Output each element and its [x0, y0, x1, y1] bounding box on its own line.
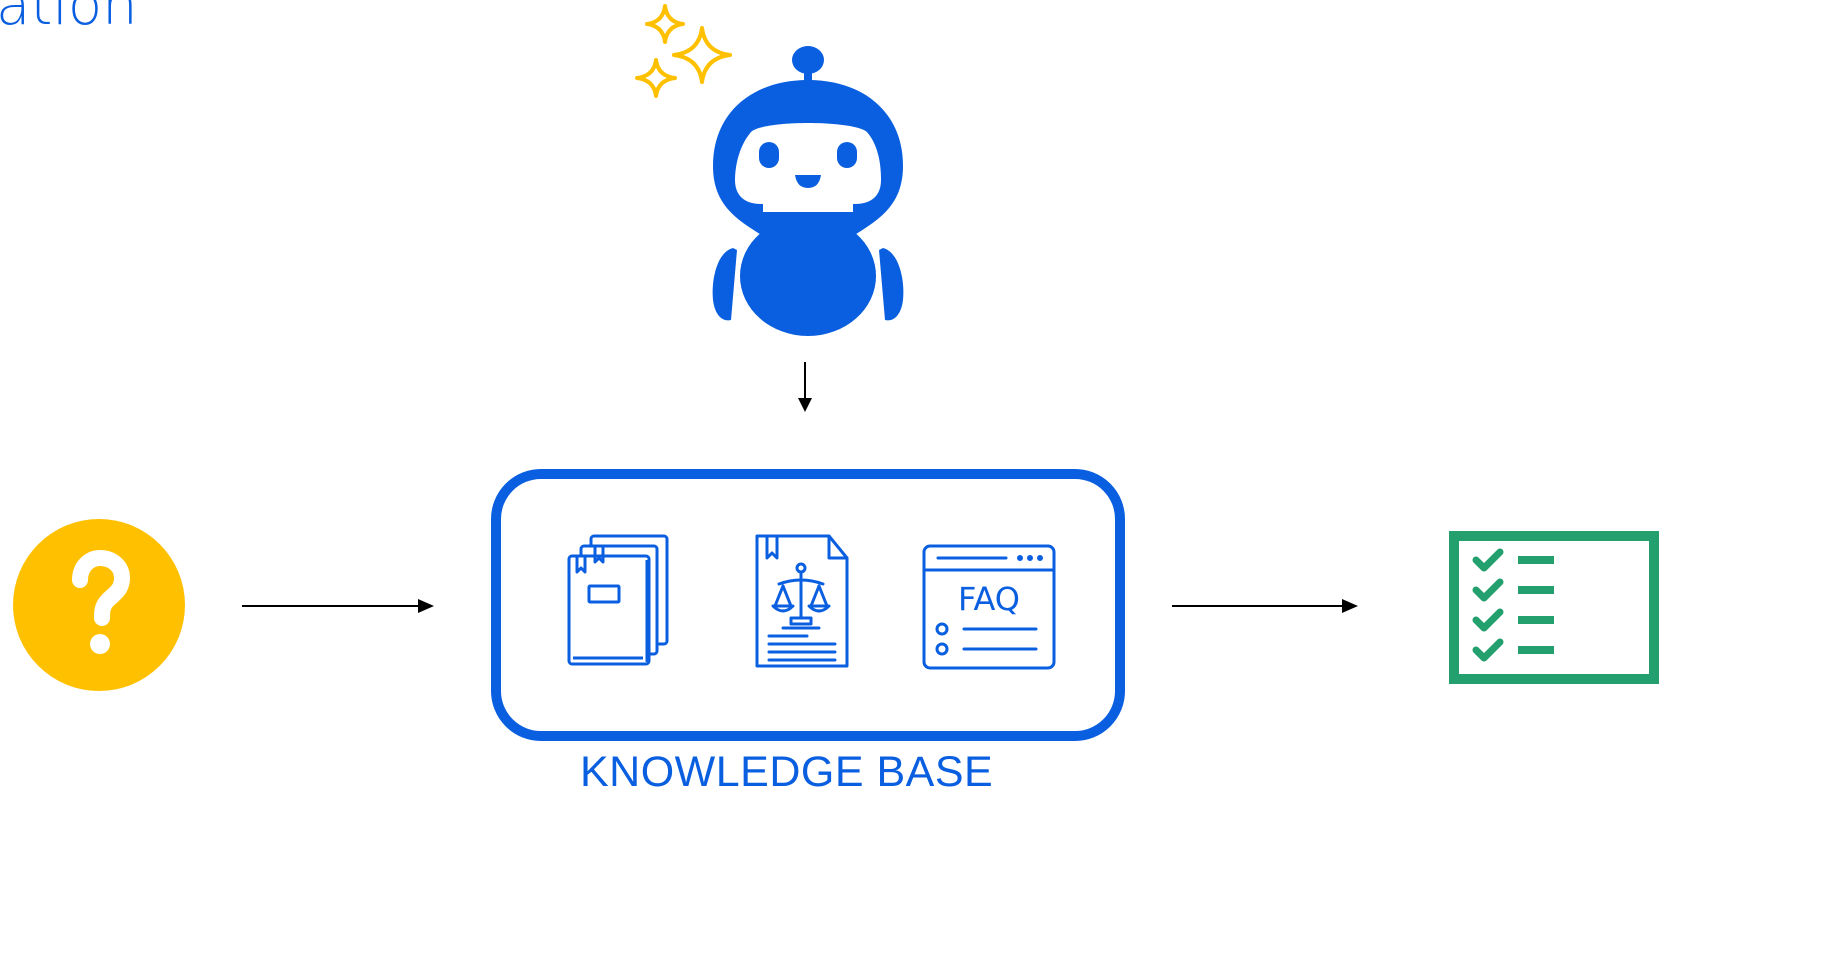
arrow-right-icon-2 — [1172, 599, 1358, 613]
question-mark-icon — [13, 519, 185, 691]
checklist-icon — [1449, 531, 1659, 684]
arrow-down-icon — [798, 362, 812, 412]
legal-document-icon — [755, 534, 849, 668]
faq-page-icon: FAQ — [922, 544, 1056, 670]
page-title: ation — [0, 0, 138, 38]
arrow-right-icon — [242, 599, 434, 613]
sparkles-icon — [635, 4, 732, 98]
faq-text: FAQ — [958, 580, 1020, 618]
document-books-icon — [567, 534, 669, 666]
knowledge-base-box — [491, 469, 1125, 741]
robot-assistant-icon — [712, 46, 904, 336]
knowledge-base-label: KNOWLEDGE BASE — [580, 748, 994, 796]
